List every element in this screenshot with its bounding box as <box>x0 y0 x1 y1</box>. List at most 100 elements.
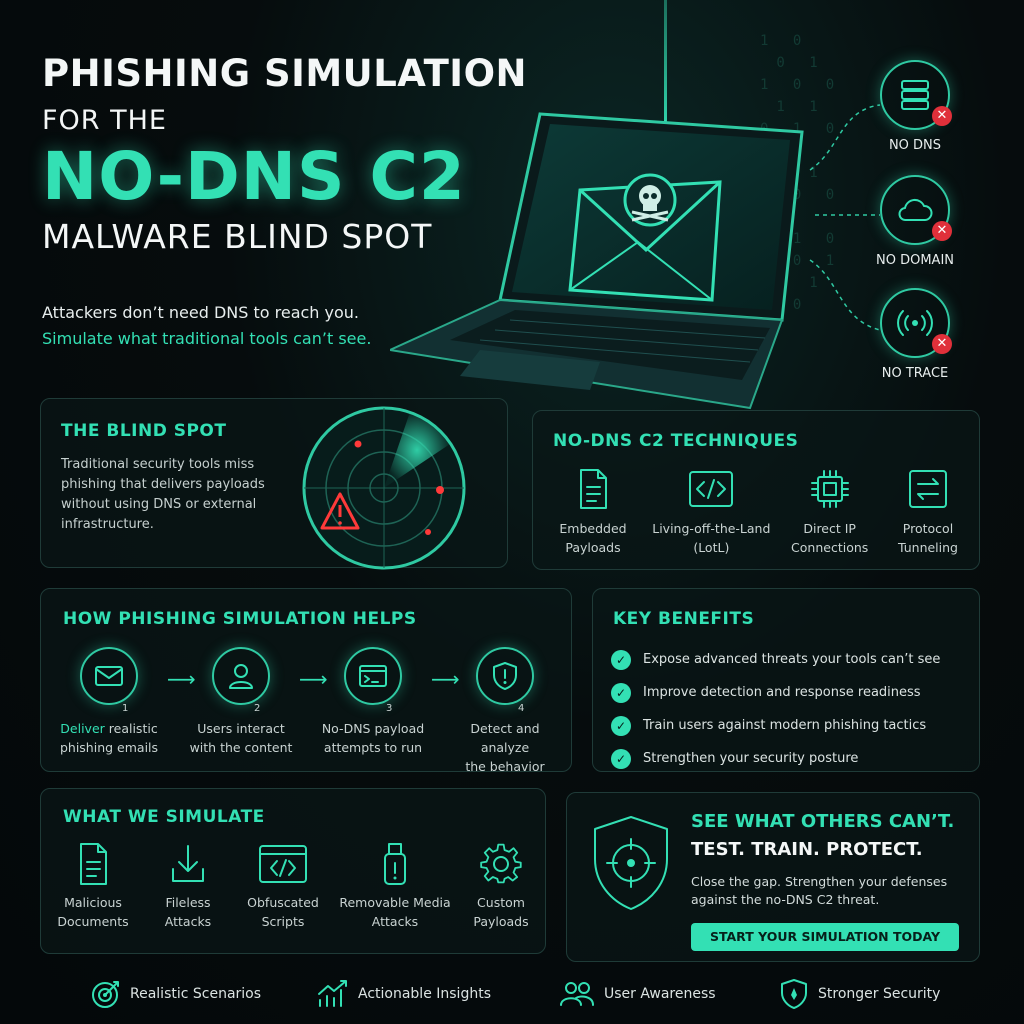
techniques-title: NO-DNS C2 TECHNIQUES <box>553 431 799 451</box>
hero-subtitle: Attackers don’t need DNS to reach you. S… <box>42 300 371 352</box>
status-no-dns: ✕ NO DNS <box>860 60 970 153</box>
benefit-item: ✓ Improve detection and response readine… <box>611 676 940 709</box>
footer-label: User Awareness <box>604 986 716 1002</box>
simulate-line2: Documents <box>57 914 129 929</box>
status-no-domain: ✕ NO DOMAIN <box>860 175 970 268</box>
benefit-item: ✓ Expose advanced threats your tools can… <box>611 643 940 676</box>
step-number: 2 <box>254 703 261 714</box>
usb-icon <box>384 843 406 885</box>
benefit-text: Strengthen your security posture <box>643 751 859 766</box>
step-line1-text: realistic <box>104 721 158 736</box>
key-benefits-panel: KEY BENEFITS ✓ Expose advanced threats y… <box>592 588 980 772</box>
chip-icon <box>810 470 849 508</box>
skull-icon <box>623 173 677 227</box>
check-icon: ✓ <box>611 649 631 670</box>
step-item: 2 Users interact with the content <box>183 647 299 757</box>
footer-label: Realistic Scenarios <box>130 986 262 1002</box>
step-accent: Deliver <box>60 721 105 736</box>
footer-features: Realistic Scenarios Actionable Insights … <box>0 976 1024 1012</box>
cta-text-line2: against the no-DNS C2 threat. <box>691 892 880 907</box>
simulate-line2: Attacks <box>164 914 212 929</box>
cta-text-line1: Close the gap. Strengthen your defenses <box>691 874 948 889</box>
benefits-title: KEY BENEFITS <box>613 609 755 629</box>
step-line1: Deliver realistic <box>51 719 167 738</box>
cta-text: Close the gap. Strengthen your defenses … <box>691 873 947 909</box>
technique-line1: Living-off-the-Land <box>652 521 771 536</box>
subtitle-line-1: Attackers don’t need DNS to reach you. <box>42 303 360 322</box>
download-icon <box>172 845 204 882</box>
start-simulation-button[interactable]: START YOUR SIMULATION TODAY <box>691 923 959 951</box>
step-item: 4 Detect and analyze the behavior <box>447 647 563 776</box>
technique-line2: Payloads <box>565 540 621 555</box>
connector-lines <box>809 104 881 331</box>
benefit-item: ✓ Train users against modern phishing ta… <box>611 709 940 742</box>
status-label: NO DOMAIN <box>876 253 954 268</box>
technique-item: Living-off-the-Land (LotL) <box>646 467 776 557</box>
check-icon: ✓ <box>611 682 631 703</box>
simulate-line2: Attacks <box>371 914 419 929</box>
step-line1: Users interact <box>197 721 285 736</box>
simulate-line2: Scripts <box>261 914 305 929</box>
simulate-line2: Payloads <box>473 914 529 929</box>
benefit-text: Train users against modern phishing tact… <box>643 718 927 733</box>
subtitle-line-2: Simulate what traditional tools can’t se… <box>42 329 372 348</box>
technique-line2: Connections <box>791 540 869 555</box>
benefits-list: ✓ Expose advanced threats your tools can… <box>611 643 940 775</box>
x-badge-icon: ✕ <box>932 221 952 241</box>
title-line-2: FOR THE <box>42 105 167 136</box>
footer-item: Actionable Insights <box>316 976 491 1012</box>
how-it-helps-panel: HOW PHISHING SIMULATION HELPS 1 Deliver … <box>40 588 572 774</box>
status-label: NO DNS <box>888 138 942 153</box>
technique-line2: (LotL) <box>693 540 730 555</box>
step-line1: No-DNS payload <box>321 721 425 736</box>
title-line-3: NO-DNS C2 <box>42 138 466 215</box>
step-number: 4 <box>518 703 525 714</box>
hero-title: PHISHING SIMULATION FOR THE NO-DNS C2 MA… <box>42 52 562 256</box>
step-line2: phishing emails <box>59 740 159 755</box>
user-icon <box>212 647 270 705</box>
step-number: 3 <box>386 703 393 714</box>
simulate-line1: Obfuscated <box>247 895 319 910</box>
technique-line1: Embedded <box>559 521 627 536</box>
code-icon <box>689 471 734 507</box>
code-window-icon <box>259 845 307 883</box>
step-line2: with the content <box>189 740 293 755</box>
benefit-item: ✓ Strengthen your security posture <box>611 742 940 775</box>
x-badge-icon: ✕ <box>932 334 952 354</box>
benefit-text: Improve detection and response readiness <box>643 685 921 700</box>
simulate-line1: Fileless <box>165 895 211 910</box>
technique-line1: Protocol <box>902 521 954 536</box>
technique-line1: Direct IP <box>803 521 856 536</box>
step-line2: the behavior <box>465 759 545 774</box>
terminal-icon <box>344 647 402 705</box>
technique-line2: Tunneling <box>897 540 958 555</box>
title-line-4: MALWARE BLIND SPOT <box>42 217 433 256</box>
helps-title: HOW PHISHING SIMULATION HELPS <box>63 609 417 629</box>
shield-alert-icon <box>476 647 534 705</box>
simulate-line1: Removable Media <box>339 895 451 910</box>
footer-label: Actionable Insights <box>358 986 491 1002</box>
technique-item: Direct IP Connections <box>780 467 880 557</box>
simulate-line1: Custom <box>477 895 525 910</box>
footer-item: Stronger Security <box>778 976 940 1012</box>
cloud-icon: ✕ <box>880 175 952 245</box>
step-line2: attempts to run <box>323 740 423 755</box>
simulate-title: WHAT WE SIMULATE <box>63 807 265 827</box>
document-icon <box>580 469 607 509</box>
check-icon: ✓ <box>611 748 631 769</box>
step-line1: Detect and analyze <box>470 721 540 755</box>
target-icon <box>92 981 119 1008</box>
swap-arrows-icon <box>908 470 947 508</box>
server-icon: ✕ <box>880 60 952 130</box>
footer-item: User Awareness <box>558 976 716 1012</box>
